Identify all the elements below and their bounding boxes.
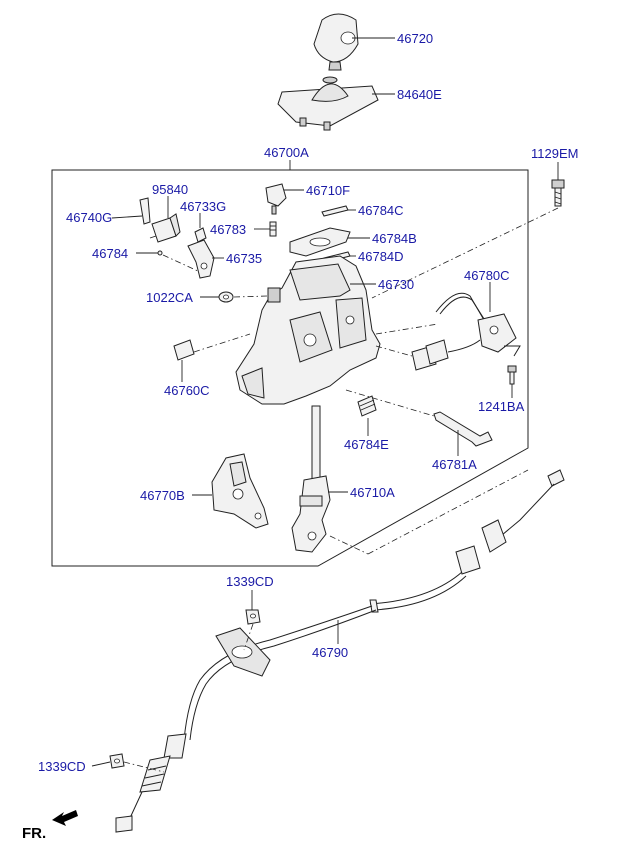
plate-46784b[interactable]	[289, 227, 351, 257]
nut-1339cd-bottom[interactable]	[109, 753, 125, 769]
pin-46784[interactable]	[157, 250, 163, 256]
label-46790[interactable]: 46790	[312, 645, 348, 660]
label-46783[interactable]: 46783	[210, 222, 246, 237]
label-1339cd-top[interactable]: 1339CD	[226, 574, 274, 589]
bracket-46735[interactable]	[187, 239, 215, 279]
label-46780c[interactable]: 46780C	[464, 268, 510, 283]
label-46740g[interactable]: 46740G	[66, 210, 112, 225]
arrow-down-left-icon	[52, 810, 78, 826]
shift-lever-bracket[interactable]	[235, 255, 381, 405]
shift-cable-46790[interactable]	[115, 469, 565, 833]
label-1241ba[interactable]: 1241BA	[478, 399, 525, 414]
label-84640e[interactable]: 84640E	[397, 87, 442, 102]
bolt-1129em[interactable]	[551, 179, 565, 207]
spring-46783[interactable]	[269, 221, 277, 237]
pin-46784c[interactable]	[321, 205, 349, 217]
label-46720[interactable]: 46720	[397, 31, 433, 46]
part-46760c[interactable]	[173, 339, 195, 361]
stud-46710f[interactable]	[265, 183, 287, 215]
nut-1339cd-top[interactable]	[245, 609, 261, 625]
label-46784b[interactable]: 46784B	[372, 231, 417, 246]
label-46784c[interactable]: 46784C	[358, 203, 404, 218]
shift-boot[interactable]	[277, 76, 379, 131]
label-46770b[interactable]: 46770B	[140, 488, 185, 503]
lever-46710a[interactable]	[291, 405, 331, 553]
label-46700a[interactable]: 46700A	[264, 145, 309, 160]
bracket-46770b[interactable]	[211, 453, 269, 529]
nut-1022ca[interactable]	[218, 291, 234, 303]
label-46710f[interactable]: 46710F	[306, 183, 350, 198]
harness-46780c[interactable]	[411, 292, 521, 371]
shift-knob[interactable]	[313, 13, 359, 71]
screw-1241ba[interactable]	[507, 365, 517, 385]
label-46730[interactable]: 46730	[378, 277, 414, 292]
label-46710a[interactable]: 46710A	[350, 485, 395, 500]
spring-46784e[interactable]	[357, 395, 377, 417]
clip-46740g[interactable]	[139, 197, 151, 225]
assembly-frame	[51, 169, 529, 567]
label-46733g[interactable]: 46733G	[180, 199, 226, 214]
sensor-95840[interactable]	[149, 213, 181, 243]
label-1022ca[interactable]: 1022CA	[146, 290, 193, 305]
label-46784[interactable]: 46784	[92, 246, 128, 261]
label-1339cd-bottom[interactable]: 1339CD	[38, 759, 86, 774]
label-46781a[interactable]: 46781A	[432, 457, 477, 472]
rod-46781a[interactable]	[433, 411, 493, 447]
part-46733g[interactable]	[194, 227, 207, 243]
label-1129em[interactable]: 1129EM	[531, 146, 578, 161]
label-46784d[interactable]: 46784D	[358, 249, 404, 264]
label-46760c[interactable]: 46760C	[164, 383, 210, 398]
label-46735[interactable]: 46735	[226, 251, 262, 266]
label-95840[interactable]: 95840	[152, 182, 188, 197]
front-indicator: FR.	[22, 825, 46, 842]
label-46784e[interactable]: 46784E	[344, 437, 389, 452]
